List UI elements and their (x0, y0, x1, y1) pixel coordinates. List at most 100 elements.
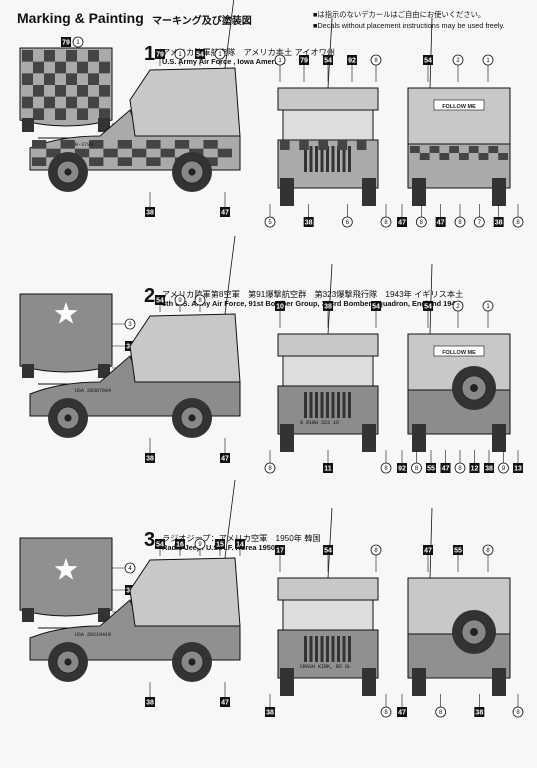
grille-slot (337, 392, 340, 418)
front-tire-right (362, 668, 376, 696)
wheel-center (64, 658, 72, 666)
rear-tire-left (22, 608, 34, 622)
section-3-title-jp: ラジオジープ：アメリカ空軍 1950年 韓国 (162, 534, 321, 543)
grille-slot (326, 636, 329, 662)
section-3-number: 3 (144, 529, 156, 551)
decal-number-label: 12 (471, 466, 479, 473)
decal-circle-label: 8 (439, 710, 443, 716)
decal-number-label: 38 (146, 210, 154, 217)
wheel-center (64, 414, 72, 422)
decal-circle-label: 7 (478, 220, 482, 226)
radio-antenna (224, 479, 236, 559)
section-1-art: 7914338B-379379154138471795492853868FOLL… (19, 0, 524, 228)
page-title: Marking & Painting (17, 10, 144, 26)
front-canvas-top (277, 87, 379, 111)
checker-cell (99, 61, 110, 74)
decal-number-box (440, 463, 451, 473)
decal-circle-marker (415, 216, 427, 228)
checker-cell (66, 50, 77, 62)
section-1-title-jp: アメリカ陸軍航空隊 アメリカ本土 アイオワ州 (162, 48, 335, 57)
checker-cell (33, 61, 44, 74)
checker-cell (88, 96, 99, 109)
rear-antenna (429, 263, 433, 335)
decal-number-box (155, 539, 165, 549)
section-1-title-en: U.S. Army Air Force , Iowa America (162, 57, 285, 66)
decal-number-box (323, 55, 333, 65)
front-bumper-number: 8 91BG 323 16 (300, 420, 339, 426)
checker-cell (33, 85, 44, 97)
decal-number-label: 11 (324, 466, 332, 473)
checker-cell (117, 140, 132, 149)
decal-circle-label: 6 (346, 220, 350, 226)
front-canvas-top (277, 333, 379, 357)
follow-me-text: FOLLOW ME (442, 350, 476, 356)
decal-number-box (397, 217, 407, 227)
grille-slot (304, 392, 307, 418)
rear-antenna (429, 17, 433, 89)
decal-circle-marker (498, 462, 509, 474)
decal-number-box (220, 207, 230, 217)
decal-circle-marker (214, 48, 226, 60)
decal-circle-marker (380, 216, 392, 228)
decal-number-label: 54 (324, 548, 332, 555)
checker-cell (44, 73, 55, 85)
grille-slot (342, 146, 346, 172)
grille-slot (331, 636, 335, 662)
decal-circle-label: 8 (384, 710, 388, 716)
decal-circle-label: 9 (502, 466, 506, 472)
checker-cell (117, 157, 132, 166)
side-hood-number: USA 20219419 (75, 632, 111, 638)
decal-number-label: 47 (424, 548, 432, 555)
decal-number-box (220, 453, 230, 463)
front-tire-left (280, 424, 294, 452)
decal-number-box (323, 301, 333, 311)
decal-circle-label: 9 (198, 542, 202, 548)
decal-circle-marker (174, 294, 186, 306)
decal-note-jp: ■は指示のないデカールはご自由にお使いください。 (313, 10, 486, 19)
grille-slot (337, 146, 340, 172)
rear-tire-right (98, 364, 110, 378)
wheel-center (188, 414, 196, 422)
decal-number-box (275, 301, 285, 311)
checker-cell (146, 157, 161, 166)
rear-tire-left (22, 118, 34, 132)
decal-note-en: ■Decals without placement instructions m… (313, 21, 505, 30)
decal-number-box (145, 453, 155, 463)
wheel-center (188, 168, 196, 176)
checker-cell (478, 153, 489, 160)
decal-circle-label: 8 (415, 466, 419, 472)
rear-tire-left (412, 424, 426, 452)
checker-cell (337, 140, 348, 150)
decal-number-label: 38 (485, 466, 493, 473)
grille-slot (315, 636, 318, 662)
small-rear-view: 43843 (19, 537, 136, 629)
decal-circle-label: 8 (374, 548, 378, 554)
grille-slot (348, 146, 351, 172)
decal-number-label: 47 (398, 710, 406, 717)
decal-number-box (423, 55, 433, 65)
checker-cell (488, 146, 499, 153)
decal-number-label: 38 (495, 220, 503, 227)
checker-cell (44, 50, 55, 62)
decal-circle-label: 8 (268, 466, 272, 472)
section-2-title-jp: アメリカ陸軍第8空軍 第91爆撃航空群 第323爆撃飛行隊 1943年 イギリス… (162, 290, 464, 299)
decal-number-label: 92 (348, 58, 356, 65)
rear-antenna (429, 507, 433, 579)
wheel-center (470, 628, 478, 636)
front-antenna (327, 507, 333, 579)
decal-number-label: 54 (324, 58, 332, 65)
grille-slot (320, 146, 324, 172)
checker-cell (55, 61, 66, 74)
decal-circle-label: 1 (178, 52, 182, 58)
front-tire-left (280, 668, 294, 696)
decal-number-box (423, 545, 433, 555)
grille-slot (304, 146, 307, 172)
decal-circle-marker (482, 300, 494, 312)
follow-me-panel (433, 345, 485, 357)
decal-circle-label: 1 (486, 304, 490, 310)
decal-circle-label: 8 (374, 58, 378, 64)
checker-cell (88, 50, 99, 62)
